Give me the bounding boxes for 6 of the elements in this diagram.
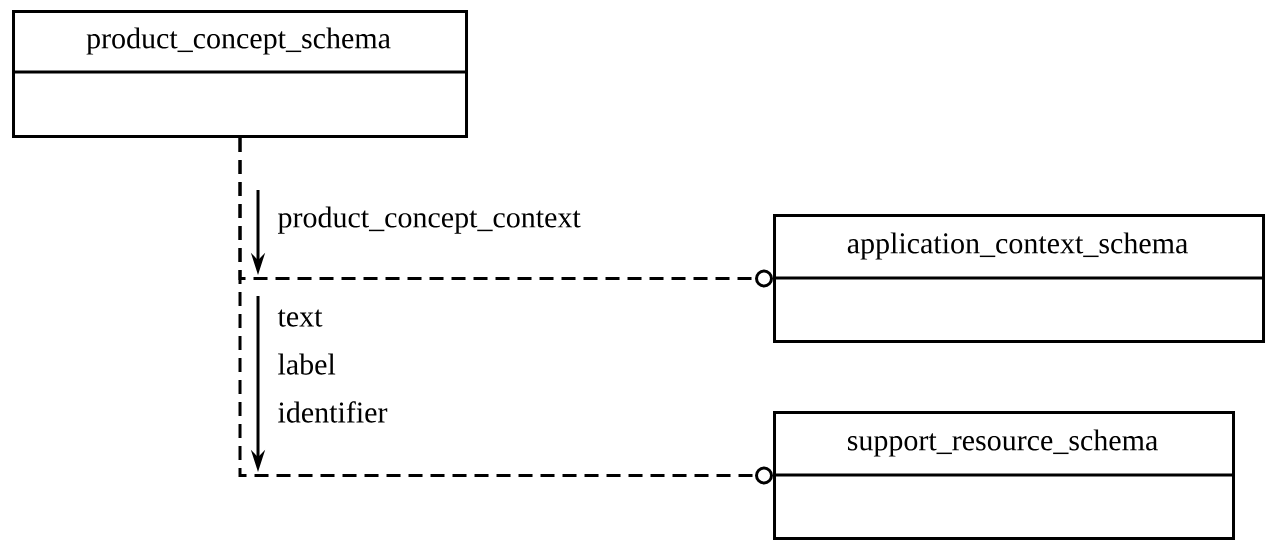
edge-label: product_concept_context xyxy=(278,206,581,234)
edge-label: text label identifier xyxy=(277,309,388,423)
connector xyxy=(238,138,773,485)
entity-box: support_resource_schema xyxy=(773,411,1235,540)
entity-box: application_context_schema xyxy=(773,214,1265,343)
entity-box: product_concept_schema xyxy=(12,10,468,138)
